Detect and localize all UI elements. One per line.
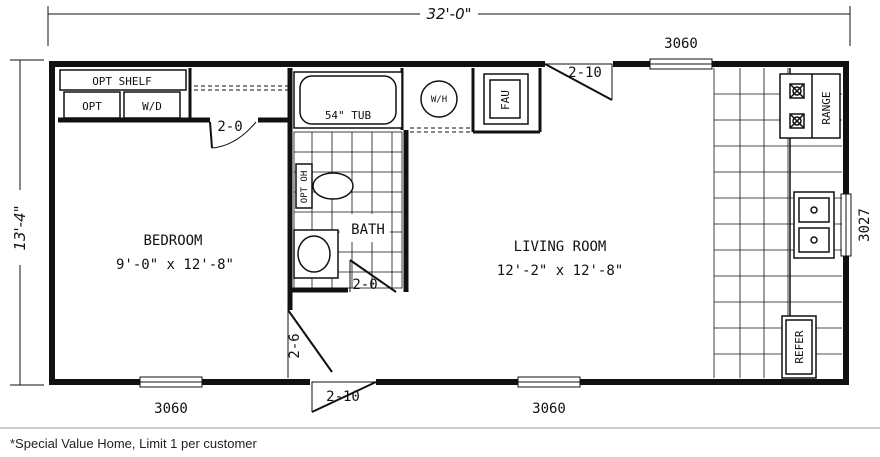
entry-door-top-label: 2-10 [568,65,602,81]
window-bottom-right-label: 3060 [532,401,566,417]
window-top-label: 3060 [664,36,698,52]
bedroom-door [287,309,333,378]
range-label: RANGE [820,91,833,124]
opt-oh-label: OPT OH [300,171,310,204]
window-bottom-left-label: 3060 [154,401,188,417]
toilet [295,163,354,209]
width-dimension [47,6,851,46]
entry-door-top [544,59,613,101]
closet-door [209,121,257,149]
bedroom-size: 9'-0" x 12'-8" [116,257,234,273]
range-burner-bottom [789,113,805,129]
tub-label: 54" TUB [325,109,372,122]
window-top [649,58,713,70]
bath-label: BATH [351,222,385,238]
wd-label: W/D [142,100,162,113]
wh-label: W/H [431,95,447,105]
tub [293,71,403,129]
bath-door [349,259,397,293]
bath-label-bg [340,214,390,242]
bedroom-name: BEDROOM [143,233,202,249]
refer-label: REFER [793,330,806,363]
living-room-name: LIVING ROOM [514,239,607,255]
floor-plan: 32'-0" 13'-4" 3060 3027 3060 3060 2-10 [0,5,880,429]
range-burner-top [789,83,805,99]
lavatory [293,229,339,279]
opt-shelf-label: OPT SHELF [92,75,152,88]
window-bottom-left [139,376,203,388]
bath-door-label: 2-0 [352,277,377,293]
kitchen-sink [793,191,835,259]
depth-label: 13'-4" [11,205,29,250]
water-heater [420,80,458,118]
entry-door-bottom-label: 2-10 [326,389,360,405]
opt-shelf [59,69,187,119]
interior-walls [58,68,409,310]
bedroom-door-label: 2-6 [287,333,303,358]
window-right-label: 3027 [857,208,873,242]
living-room-size: 12'-2" x 12'-8" [497,263,623,279]
window-bottom-right [517,376,581,388]
entry-door-bottom [310,377,377,413]
refrigerator [781,315,817,379]
closet-door-label: 2-0 [217,119,242,135]
window-right [840,193,852,257]
depth-dimension [10,59,44,386]
fau-label: FAU [499,90,512,110]
dashed-openings [194,85,470,133]
opt-label: OPT [82,100,102,113]
width-label: 32'-0" [426,5,471,23]
furnace [483,73,529,125]
footnote: *Special Value Home, Limit 1 per custome… [10,436,257,451]
